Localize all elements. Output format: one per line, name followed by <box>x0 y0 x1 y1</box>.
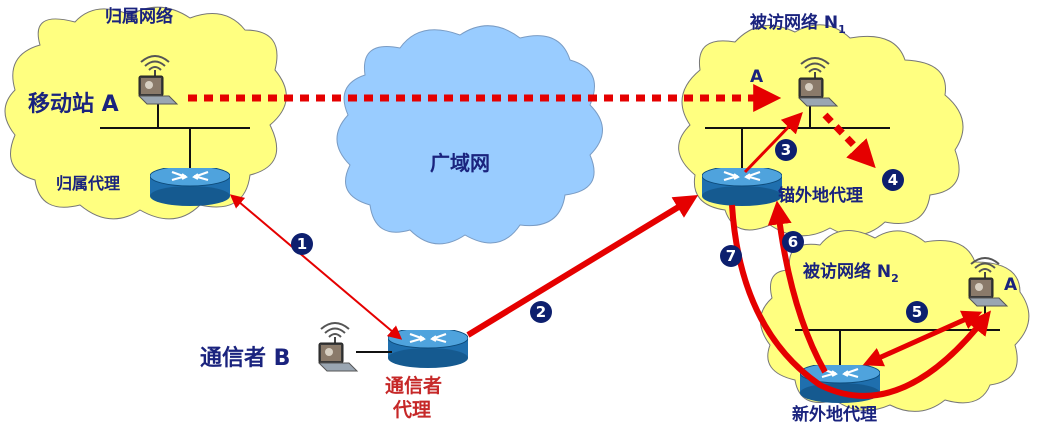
new-agent-label: 新外地代理 <box>792 404 877 425</box>
anchor-agent-label: 锚外地代理 <box>778 185 863 206</box>
arrow-2 <box>466 195 699 338</box>
home-agent-router <box>150 168 230 208</box>
wan-label: 广域网 <box>430 151 490 175</box>
arrow-4 <box>822 112 876 169</box>
visited-n2-label: 被访网络 N2 <box>803 261 899 285</box>
visited-n1-label: 被访网络 N1 <box>750 12 846 36</box>
step-badge-3: 3 <box>775 139 797 161</box>
home-network-cloud <box>4 6 287 220</box>
svg-text:5: 5 <box>912 303 922 321</box>
mobile-station-label: 移动站 A <box>28 91 119 117</box>
anchor-agent-router <box>702 168 782 208</box>
arrow-3 <box>743 111 803 174</box>
svg-text:2: 2 <box>536 303 546 321</box>
svg-text:6: 6 <box>788 233 798 251</box>
step-badge-2: 2 <box>530 301 552 323</box>
svg-text:7: 7 <box>726 247 736 265</box>
home-lan <box>100 100 250 172</box>
step-badge-7: 7 <box>720 245 742 267</box>
svg-text:3: 3 <box>781 141 791 159</box>
step-badge-6: 6 <box>782 231 804 253</box>
svg-text:4: 4 <box>888 171 898 189</box>
wan-cloud <box>336 25 603 245</box>
svg-text:1: 1 <box>297 235 307 253</box>
step-badge-4: 4 <box>882 169 904 191</box>
corr-agent-label-2: 代理 <box>392 399 431 421</box>
arrow-6 <box>767 200 828 374</box>
home-network-label: 归属网络 <box>105 6 173 27</box>
arrow-5 <box>862 310 983 367</box>
corr-agent-router <box>388 330 468 370</box>
corr-agent-label-1: 通信者 <box>385 374 442 397</box>
home-agent-label: 归属代理 <box>56 174 120 193</box>
arrow-1 <box>229 194 403 340</box>
correspondent-label: 通信者 B <box>200 345 290 371</box>
node-a-n1-label: A <box>750 67 764 87</box>
correspondent-laptop-icon <box>318 322 358 372</box>
step-badge-5: 5 <box>906 301 928 323</box>
arrow-7 <box>729 204 991 399</box>
node-a-n2-label: A <box>1004 275 1018 295</box>
step-badge-1: 1 <box>291 233 313 255</box>
